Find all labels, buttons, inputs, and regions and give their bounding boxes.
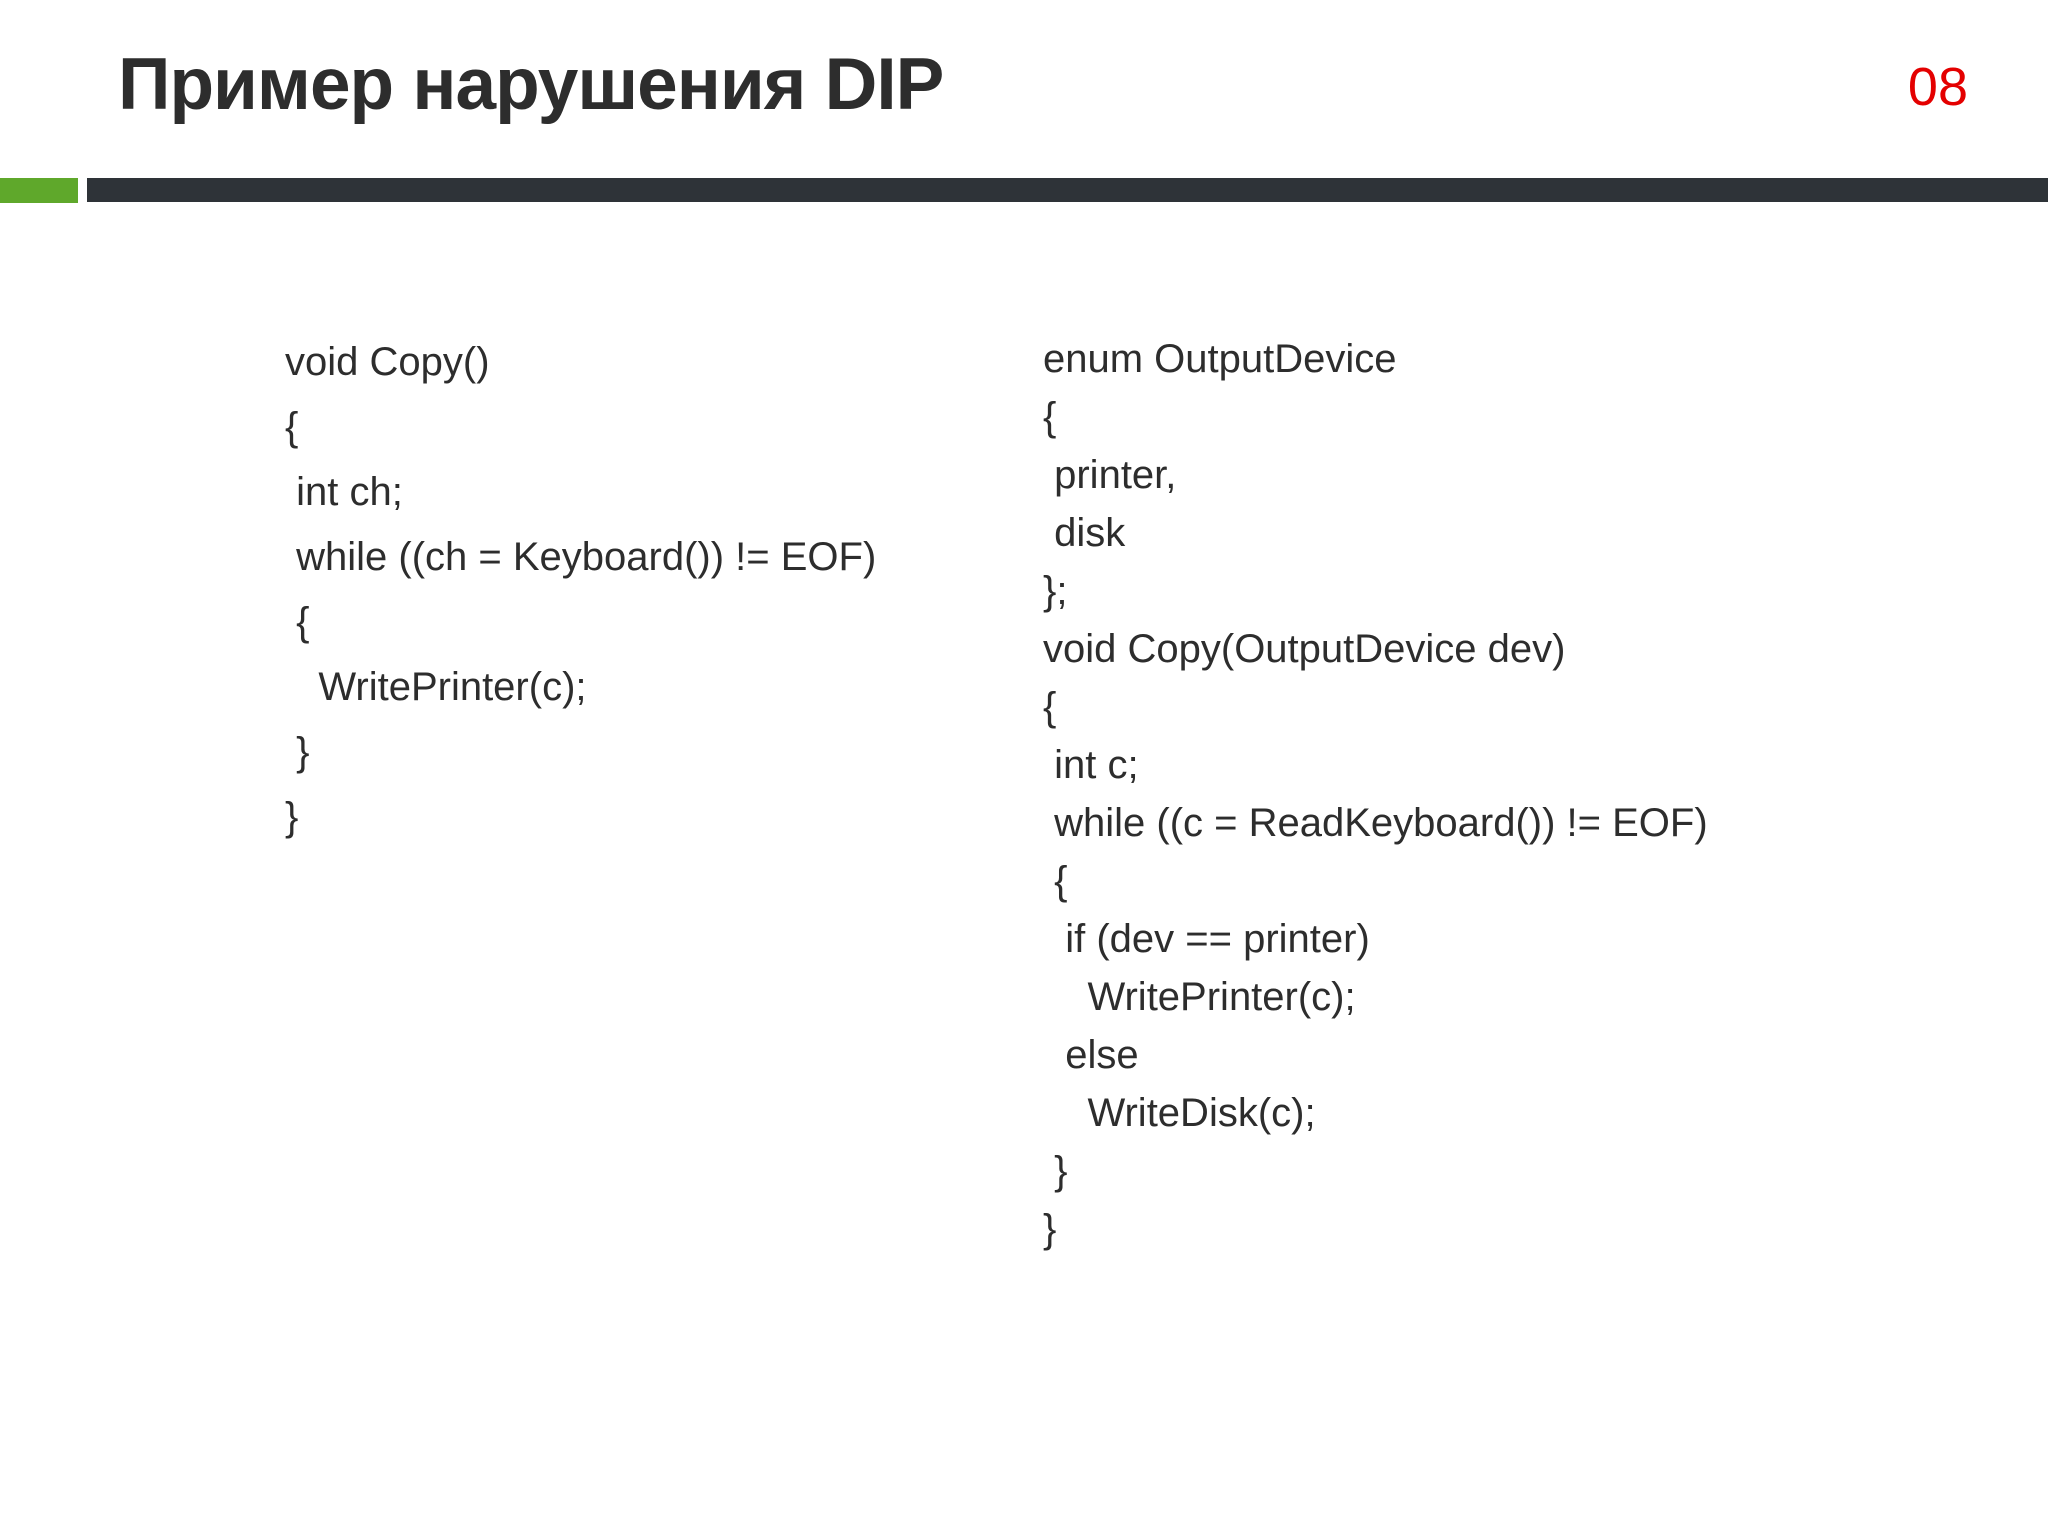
code-block-left-copy-function: void Copy() { int ch; while ((ch = Keybo… [285, 340, 877, 839]
code-block-right-outputdevice-copy-function: enum OutputDevice { printer, disk }; voi… [1043, 337, 1708, 1251]
slide-title: Пример нарушения DIP [118, 44, 944, 125]
page-number: 08 [1907, 57, 1968, 117]
divider-green-segment [0, 178, 78, 203]
divider-dark-bar [87, 178, 2048, 202]
